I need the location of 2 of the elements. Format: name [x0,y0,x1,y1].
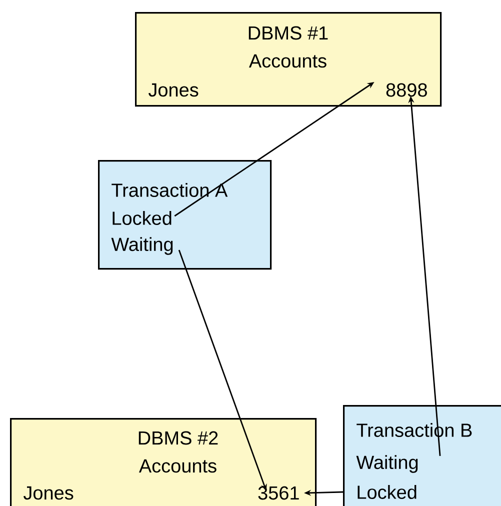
database-box: DBMS #2 Accounts Jones 3561 [10,418,317,506]
database-box: DBMS #1 Accounts Jones 8898 [135,12,442,107]
